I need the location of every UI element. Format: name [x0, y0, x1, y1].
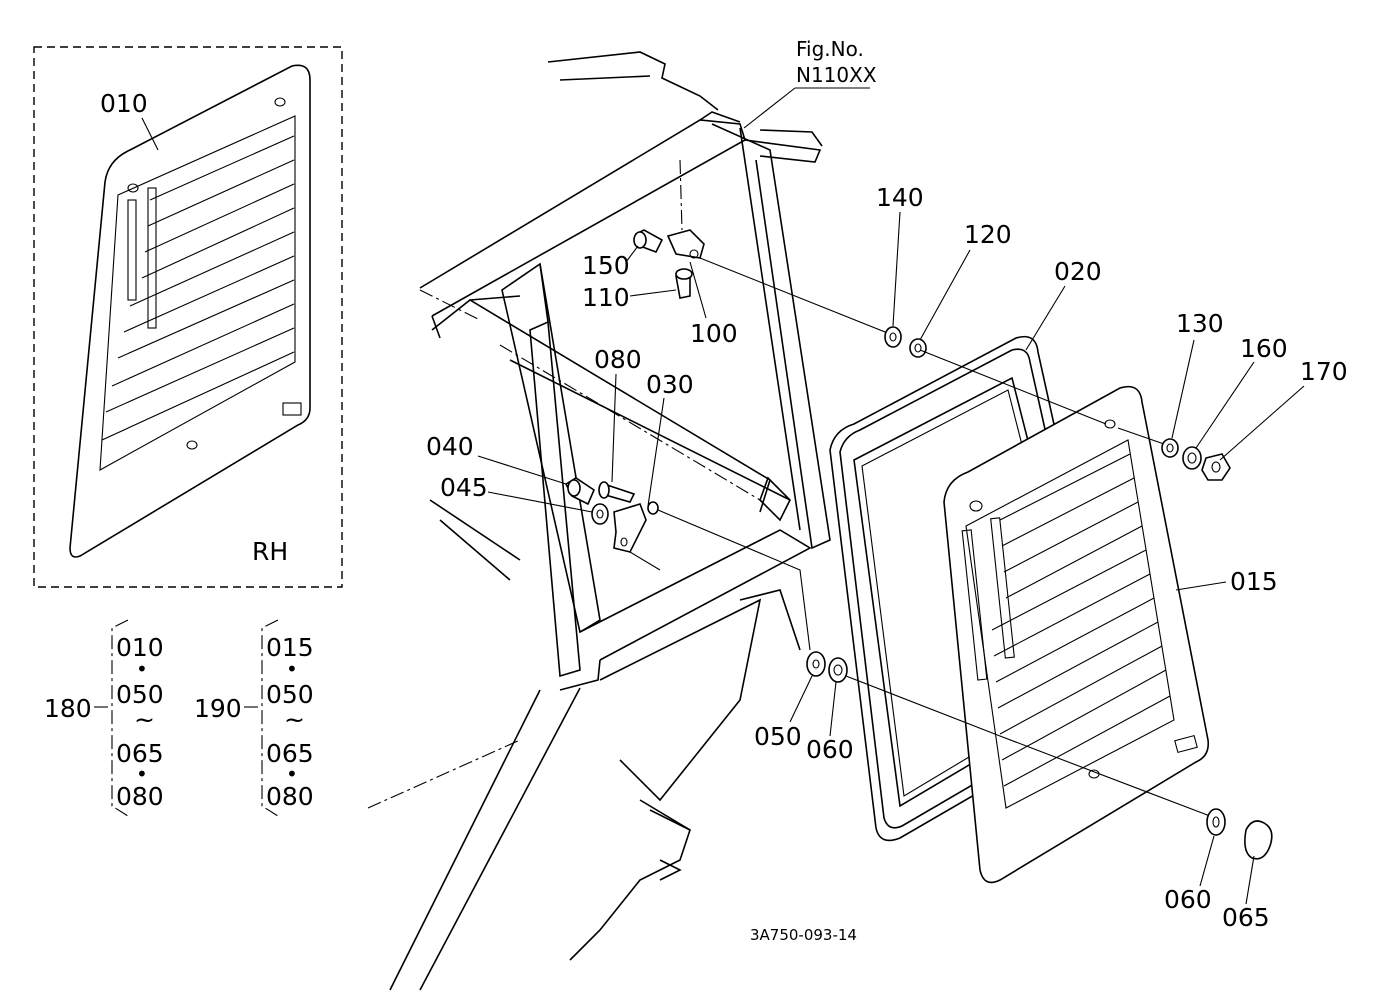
callout-065: 065 — [1222, 903, 1270, 932]
bracket-100-icon — [666, 229, 705, 259]
assembly-190-dot-1: • — [286, 657, 298, 681]
fig-no-value: N110XX — [796, 63, 877, 87]
cab-frame — [367, 51, 831, 991]
callout-150: 150 — [582, 251, 630, 280]
assembly-190-item-3: 065 — [266, 739, 314, 768]
callout-130: 130 — [1176, 309, 1224, 338]
callout-060b: 060 — [1164, 885, 1212, 914]
inset-hole-1 — [127, 183, 139, 193]
nut-120-icon — [909, 338, 927, 358]
callout-170: 170 — [1300, 357, 1348, 386]
callout-040: 040 — [426, 432, 474, 461]
leader-010 — [141, 117, 159, 151]
assembly-190: 190 015 • 050 ~ 065 • 080 — [194, 619, 314, 817]
latch-030-icon — [613, 503, 647, 553]
washer-140-icon — [884, 326, 902, 348]
inset-glass-outline — [69, 64, 311, 558]
assembly-180: 180 010 • 050 ~ 065 • 080 — [44, 619, 164, 817]
assembly-180-range: ~ — [134, 705, 155, 734]
assembly-180-item-2: 050 — [116, 680, 164, 709]
assembly-190-item-1: 015 — [266, 633, 314, 662]
callout-140: 140 — [876, 183, 924, 212]
fig-no-label: Fig.No. — [796, 37, 864, 61]
nut-160-icon — [1182, 446, 1202, 470]
callout-080: 080 — [594, 345, 642, 374]
callout-110: 110 — [582, 283, 630, 312]
assembly-180-item-3: 065 — [116, 739, 164, 768]
washer-060b-icon — [1206, 808, 1226, 836]
callout-160: 160 — [1240, 334, 1288, 363]
inset-dashed-frame — [33, 46, 343, 588]
washer-130-icon — [1161, 438, 1179, 458]
assembly-190-range: ~ — [284, 705, 305, 734]
inset-side-label: RH — [252, 537, 288, 566]
assembly-180-item-1: 010 — [116, 633, 164, 662]
bolt-150-head — [633, 231, 647, 249]
assembly-180-dot-1: • — [136, 657, 148, 681]
assembly-190-item-4: 080 — [266, 782, 314, 811]
right-hardware — [845, 349, 1273, 860]
inset-hole-3 — [186, 440, 198, 450]
nut-170-icon — [1201, 453, 1231, 481]
inset-rh-glass: 010 RH — [33, 46, 343, 588]
callout-045: 045 — [440, 473, 488, 502]
assembly-id-180: 180 — [44, 694, 92, 723]
callout-060a: 060 — [806, 735, 854, 764]
drawing-number: 3A750-093-14 — [750, 926, 857, 944]
inset-glass-inner — [99, 115, 296, 471]
callout-030: 030 — [646, 370, 694, 399]
washer-045-icon — [591, 503, 609, 525]
bracket-180 — [111, 619, 129, 817]
upper-hinge-hardware — [633, 159, 927, 358]
assembly-190-dot-2: • — [286, 762, 298, 786]
inset-hole-2 — [274, 97, 286, 107]
leader-lines — [477, 87, 1305, 905]
callout-labels: Fig.No. N110XX 140 120 020 150 110 100 0… — [426, 37, 1348, 944]
callout-120: 120 — [964, 220, 1012, 249]
callout-020: 020 — [1054, 257, 1102, 286]
callout-010: 010 — [100, 89, 148, 118]
assembly-id-190: 190 — [194, 694, 242, 723]
assembly-190-item-2: 050 — [266, 680, 314, 709]
callout-050: 050 — [754, 722, 802, 751]
callout-015: 015 — [1230, 567, 1278, 596]
lower-latch-hardware — [564, 477, 848, 683]
cap-065-icon — [1244, 820, 1273, 860]
assembly-180-dot-2: • — [136, 762, 148, 786]
inset-latch-plate — [282, 402, 302, 416]
inset-glass-hatch — [101, 135, 295, 441]
callout-100: 100 — [690, 319, 738, 348]
washer-050-icon — [806, 651, 826, 677]
inset-slot-2 — [147, 187, 157, 329]
bracket-190 — [261, 619, 279, 817]
glass-015 — [943, 385, 1210, 884]
inset-slot-1 — [127, 199, 137, 301]
assembly-180-item-4: 080 — [116, 782, 164, 811]
washer-060-icon — [828, 657, 848, 683]
